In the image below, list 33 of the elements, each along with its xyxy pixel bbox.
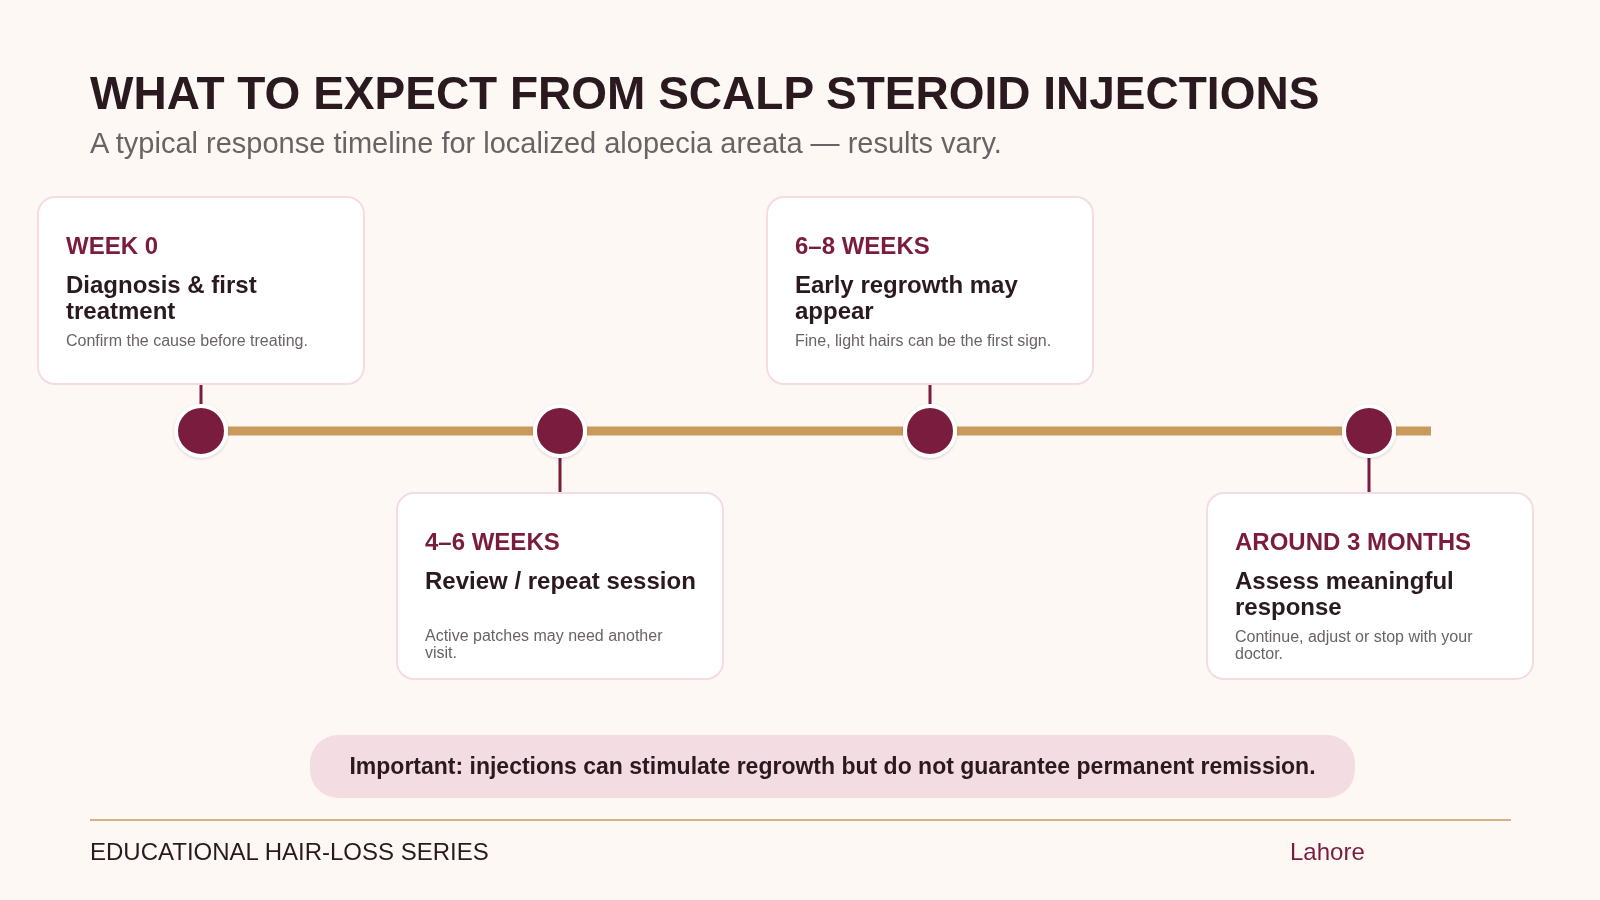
stage-title: Early regrowth may appear <box>795 272 1019 325</box>
connector-line <box>558 458 562 492</box>
stage-title: Assess meaningful response <box>1235 568 1455 621</box>
connector-line <box>199 385 203 404</box>
subtitle: A typical response timeline for localized alopecia areata — results vary. <box>90 127 1002 160</box>
timeline-bar <box>228 426 533 436</box>
title: WHAT TO EXPECT FROM SCALP STEROID INJECTIONS <box>90 66 1320 120</box>
note-text: Important: injections can stimulate regrowth but do not guarantee permanent remission. <box>349 753 1316 780</box>
connector-line <box>1367 458 1371 492</box>
stage-description: Confirm the cause before treating. <box>66 332 309 350</box>
stage-description: Fine, light hairs can be the first sign. <box>795 332 1053 350</box>
timeline-dot <box>1342 404 1396 458</box>
timeline-bar <box>957 426 1342 436</box>
timeline-card <box>1206 492 1534 680</box>
timeline-card <box>766 196 1094 385</box>
stage-description: Continue, adjust or stop with your doctor. <box>1235 628 1474 663</box>
stage-label: 4–6 WEEKS <box>425 528 561 556</box>
timeline-card <box>37 196 365 385</box>
stage-title: Diagnosis & first treatment <box>66 272 258 325</box>
note-banner <box>310 735 1355 798</box>
timeline-card <box>396 492 724 680</box>
stage-description: Active patches may need another visit. <box>425 628 664 662</box>
stage-title: Review / repeat session <box>425 568 696 595</box>
timeline-dot <box>533 404 587 458</box>
connector-line <box>928 385 932 404</box>
stage-label: WEEK 0 <box>66 232 159 260</box>
location-text: Lahore <box>1290 838 1365 866</box>
timeline-dot <box>903 404 957 458</box>
stage-label: 6–8 WEEKS <box>795 232 931 260</box>
timeline-dot <box>174 404 228 458</box>
stage-label: AROUND 3 MONTHS <box>1235 528 1472 556</box>
footer-text: EDUCATIONAL HAIR-LOSS SERIES <box>90 838 489 866</box>
timeline-bar <box>587 426 903 436</box>
